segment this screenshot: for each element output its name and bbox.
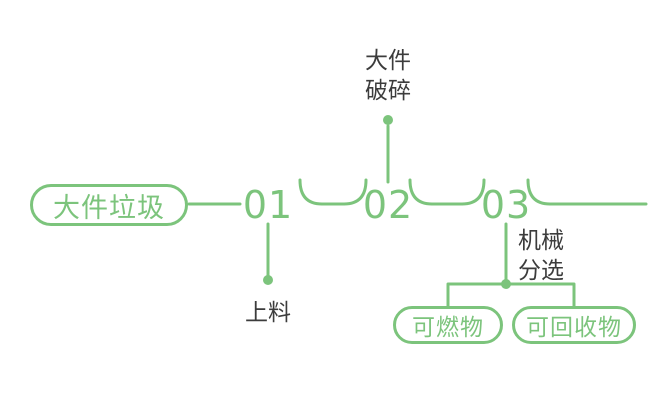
- step-number-02: 02: [362, 183, 414, 227]
- step1-label-line1: 上料: [245, 300, 291, 326]
- step1-label: 上料: [238, 298, 298, 328]
- step2-label-line1: 大件: [365, 48, 411, 74]
- step3-label: 机械 分选: [518, 226, 564, 286]
- output-pill-combustible-label: 可燃物: [412, 315, 484, 341]
- output-pill-combustible: 可燃物: [393, 306, 503, 344]
- output-pill-recyclable-label: 可回收物: [526, 315, 622, 341]
- source-pill: 大件垃圾: [30, 184, 188, 226]
- step3-label-line2: 分选: [518, 258, 564, 284]
- source-pill-label: 大件垃圾: [53, 192, 165, 224]
- line-step1-to-step2: [298, 178, 368, 206]
- step-number-01: 01: [242, 183, 294, 227]
- dot-step1-end: [263, 275, 273, 285]
- step2-label: 大件 破碎: [348, 46, 428, 106]
- line-step3-to-edge: [526, 178, 648, 206]
- dot-step2-end: [383, 115, 393, 125]
- step2-label-line2: 破碎: [365, 78, 411, 104]
- step-number-03: 03: [480, 183, 532, 227]
- step3-label-line1: 机械: [518, 228, 564, 254]
- output-pill-recyclable: 可回收物: [512, 306, 636, 344]
- dot-step3-junction: [501, 279, 511, 289]
- line-step2-to-step3: [408, 178, 486, 206]
